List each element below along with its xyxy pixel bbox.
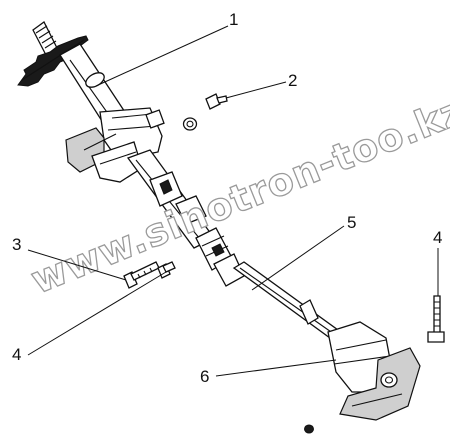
callout-1: 1 bbox=[229, 10, 238, 29]
callout-4-left: 4 bbox=[12, 345, 21, 364]
leader-5 bbox=[251, 225, 345, 291]
steering-boot-housing bbox=[327, 321, 421, 421]
leader-2 bbox=[225, 81, 287, 99]
callout-leaders bbox=[27, 25, 439, 377]
intermediate-shaft bbox=[232, 261, 339, 339]
bolt-part-4-right bbox=[427, 295, 445, 343]
nut-part-2 bbox=[182, 117, 198, 131]
callout-2: 2 bbox=[288, 71, 297, 90]
steering-column-upper bbox=[17, 21, 215, 249]
leader-3 bbox=[27, 249, 127, 281]
nut-bottom bbox=[304, 424, 314, 434]
callout-5: 5 bbox=[347, 213, 356, 232]
callout-6: 6 bbox=[200, 367, 209, 386]
universal-joint bbox=[195, 227, 245, 287]
leader-6 bbox=[215, 359, 337, 377]
leader-1 bbox=[95, 25, 229, 87]
callout-3: 3 bbox=[12, 235, 21, 254]
bolt-part-2 bbox=[205, 93, 228, 110]
leader-4-left bbox=[27, 271, 167, 356]
callout-4-right: 4 bbox=[433, 228, 442, 247]
